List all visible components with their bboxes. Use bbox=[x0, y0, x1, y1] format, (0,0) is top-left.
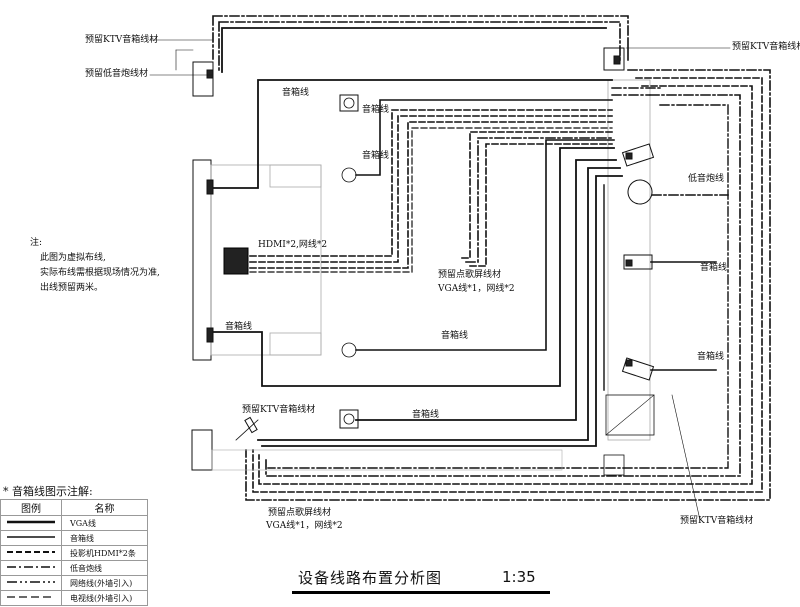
speaker-line-f bbox=[257, 167, 621, 441]
legend-row: 音箱线 bbox=[0, 530, 148, 546]
legend-header-symbol: 图例 bbox=[0, 499, 62, 516]
label-karaoke-mid-2: VGA线*1，网线*2 bbox=[438, 284, 515, 294]
label-speaker-top: 音箱线 bbox=[282, 88, 310, 98]
legend-item-name: VGA线 bbox=[61, 515, 148, 531]
label-ktv-top-left: 预留KTV音箱线材 bbox=[85, 35, 159, 45]
sofa-back bbox=[210, 164, 322, 356]
title-block: 设备线路布置分析图 1:35 bbox=[292, 567, 550, 594]
right-outer-dashdot bbox=[245, 69, 771, 501]
legend-item-name: 低音炮线 bbox=[61, 560, 148, 576]
wall-speaker-1 bbox=[621, 143, 655, 167]
label-subwoofer-right: 低音炮线 bbox=[688, 174, 725, 184]
legend-row: 电视线(外墙引入) bbox=[0, 590, 148, 606]
line-sample-network bbox=[7, 581, 55, 583]
right-inner-dashed bbox=[258, 85, 753, 485]
label-speaker-right-low: 音箱线 bbox=[697, 352, 725, 362]
legend-row: 网络线(外墙引入) bbox=[0, 575, 148, 591]
wall-speaker-2 bbox=[623, 254, 653, 270]
line-sample-tv bbox=[7, 596, 55, 598]
legend-row: 低音炮线 bbox=[0, 560, 148, 576]
speaker-round-b bbox=[341, 342, 357, 358]
speaker-line-b bbox=[355, 99, 613, 176]
right-wall-top bbox=[603, 47, 625, 71]
legend-item-name: 音箱线 bbox=[61, 530, 148, 546]
speaker-line-d bbox=[355, 139, 615, 351]
label-speaker-right-mid: 音箱线 bbox=[700, 263, 728, 273]
note-block: 注: 此图为虚拟布线, 实际布线需根据现场情况为准, 出线预留两米。 bbox=[30, 236, 160, 296]
legend-item-name: 网络线(外墙引入) bbox=[61, 575, 148, 591]
speaker-box-top bbox=[339, 94, 359, 112]
legend-item-name: 投影机HDMI*2条 bbox=[61, 545, 148, 561]
subwoofer-cable-top bbox=[221, 27, 607, 73]
line-sample-hdmi bbox=[7, 551, 55, 553]
speaker-line-c bbox=[211, 147, 615, 387]
speaker-line-g bbox=[261, 175, 623, 447]
ktv-cable-inner bbox=[218, 21, 621, 71]
label-speaker-left: 音箱线 bbox=[225, 322, 253, 332]
label-speaker-b: 音箱线 bbox=[362, 151, 390, 161]
legend-title: * 音箱线图示注解: bbox=[3, 485, 93, 498]
drawing-scale: 1:35 bbox=[502, 568, 536, 586]
ktv-cable-outer bbox=[212, 15, 629, 63]
left-wall-top bbox=[192, 61, 214, 97]
speaker-line-a bbox=[211, 79, 613, 189]
line-sample-subwoofer bbox=[7, 566, 55, 568]
speaker-box-bottom bbox=[339, 409, 359, 429]
line-sample-vga bbox=[7, 520, 55, 524]
drawing-title: 设备线路布置分析图 bbox=[298, 569, 443, 587]
tv-cabinet bbox=[607, 79, 651, 441]
label-hdmi-net: HDMI*2,网线*2 bbox=[258, 240, 328, 250]
karaoke-cable-mid bbox=[461, 131, 613, 259]
right-outer-dashed bbox=[252, 77, 763, 493]
wall-bottom-left bbox=[191, 429, 213, 471]
label-speaker-center: 音箱线 bbox=[441, 331, 469, 341]
hdmi-cable bbox=[249, 109, 613, 257]
subwoofer-round bbox=[627, 179, 653, 205]
label-sub-top-left: 预留低音炮线材 bbox=[85, 69, 149, 79]
legend-item-name: 电视线(外墙引入) bbox=[61, 590, 148, 606]
label-karaoke-bottom-1: 预留点歌屏线材 bbox=[268, 508, 332, 518]
line-sample-speaker bbox=[7, 536, 55, 538]
legend-row: 投影机HDMI*2条 bbox=[0, 545, 148, 561]
wall-speaker-3 bbox=[621, 357, 655, 381]
right-inner-dashdot bbox=[265, 94, 741, 477]
speaker-round-a bbox=[341, 167, 357, 183]
label-ktv-bottom-left: 预留KTV音箱线材 bbox=[242, 405, 316, 415]
projector-box bbox=[223, 247, 249, 275]
note-line: 出线预留两米。 bbox=[40, 283, 104, 293]
label-speaker-a: 音箱线 bbox=[362, 105, 390, 115]
legend-table: 图例 名称 VGA线 音箱线 投影机HDMI*2条 低音炮线 bbox=[0, 499, 148, 606]
note-line: 此图为虚拟布线, bbox=[40, 253, 106, 263]
note-title: 注: bbox=[30, 238, 43, 248]
label-ktv-top-right: 预留KTV音箱线材 bbox=[732, 42, 800, 52]
legend-row: VGA线 bbox=[0, 515, 148, 531]
label-karaoke-mid-1: 预留点歌屏线材 bbox=[438, 270, 502, 280]
label-speaker-bottom: 音箱线 bbox=[412, 410, 440, 420]
label-ktv-bottom-right: 预留KTV音箱线材 bbox=[680, 516, 754, 526]
label-karaoke-bottom-2: VGA线*1，网线*2 bbox=[266, 521, 343, 531]
right-inner-dashdot-2 bbox=[267, 104, 729, 469]
legend-header-name: 名称 bbox=[61, 499, 148, 516]
note-line: 实际布线需根据现场情况为准, bbox=[40, 268, 160, 278]
speaker-line-e bbox=[355, 159, 617, 421]
